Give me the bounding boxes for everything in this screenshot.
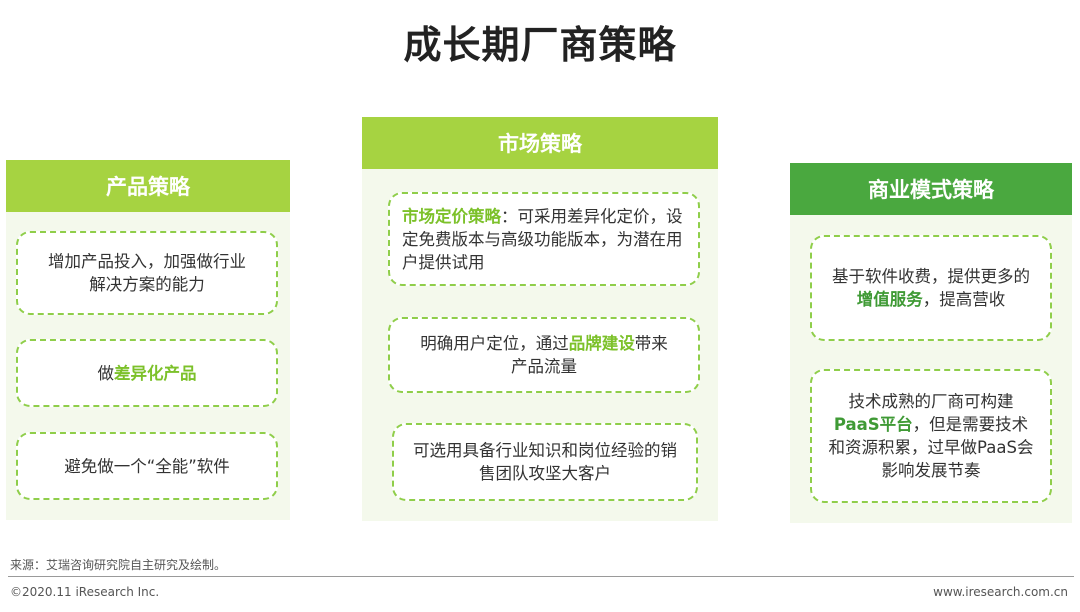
market-strategy-column: 市场策略 市场定价策略：可采用差异化定价，设定免费版本与高级功能版本，为潜在用户…	[362, 117, 718, 521]
business-card-2-pre: 技术成熟的厂商可构建	[848, 392, 1014, 411]
product-strategy-header: 产品策略	[6, 160, 290, 212]
business-card-1-text: 基于软件收费，提供更多的增值服务，提高营收	[822, 265, 1040, 311]
product-card-2: 做差异化产品	[16, 339, 278, 407]
footer-website: www.iresearch.com.cn	[933, 585, 1068, 599]
market-card-3: 可选用具备行业知识和岗位经验的销售团队攻坚大客户	[392, 423, 698, 501]
market-strategy-header-label: 市场策略	[498, 132, 582, 156]
footer-divider	[8, 576, 1074, 577]
product-card-3: 避免做一个“全能”软件	[16, 432, 278, 500]
business-card-1-post: ，提高营收	[922, 290, 1006, 309]
business-card-1-pre: 基于软件收费，提供更多的	[832, 267, 1030, 286]
business-model-header: 商业模式策略	[790, 163, 1072, 215]
market-card-3-text: 可选用具备行业知识和岗位经验的销售团队攻坚大客户	[413, 441, 677, 483]
product-card-2-pre: 做	[97, 363, 115, 383]
footer-copyright: ©2020.11 iResearch Inc.	[10, 585, 160, 599]
source-note: 来源：艾瑞咨询研究院自主研究及绘制。	[10, 558, 227, 572]
market-strategy-header: 市场策略	[362, 117, 718, 169]
business-card-1-highlight: 增值服务	[856, 290, 923, 309]
business-card-1: 基于软件收费，提供更多的增值服务，提高营收	[810, 235, 1052, 341]
business-card-2-post: ，但是需要技术和资源积累，过早做PaaS会影响发展节奏	[828, 415, 1034, 480]
market-card-2-highlight: 品牌建设	[568, 334, 635, 353]
market-card-1: 市场定价策略：可采用差异化定价，设定免费版本与高级功能版本，为潜在用户提供试用	[388, 192, 700, 286]
market-card-1-text: 市场定价策略：可采用差异化定价，设定免费版本与高级功能版本，为潜在用户提供试用	[400, 205, 688, 274]
product-card-2-text: 做差异化产品	[28, 362, 266, 385]
business-model-column: 商业模式策略 基于软件收费，提供更多的增值服务，提高营收 技术成熟的厂商可构建 P…	[790, 163, 1072, 523]
market-card-2-pre: 明确用户定位，通过	[420, 334, 569, 353]
market-card-2-text: 明确用户定位，通过品牌建设带来产品流量	[400, 332, 688, 378]
product-card-1-text: 增加产品投入，加强做行业解决方案的能力	[48, 252, 246, 294]
market-card-2-post: 带来产品流量	[511, 334, 668, 376]
market-card-1-post: ：可采用差异化定价，设定免费版本与高级功能版本，为潜在用户提供试用	[402, 206, 683, 272]
product-strategy-column: 产品策略 增加产品投入，加强做行业解决方案的能力 做差异化产品 避免做一个“全能…	[6, 160, 290, 520]
business-card-2-highlight: PaaS平台	[833, 415, 913, 434]
product-card-3-text: 避免做一个“全能”软件	[64, 456, 230, 476]
product-card-1: 增加产品投入，加强做行业解决方案的能力	[16, 231, 278, 315]
business-card-2: 技术成熟的厂商可构建 PaaS平台，但是需要技术和资源积累，过早做PaaS会影响发…	[810, 369, 1052, 503]
market-card-2: 明确用户定位，通过品牌建设带来产品流量	[388, 317, 700, 393]
product-strategy-header-label: 产品策略	[106, 175, 190, 199]
market-card-1-highlight: 市场定价策略	[402, 206, 501, 226]
page-title: 成长期厂商策略	[403, 23, 677, 67]
business-model-header-label: 商业模式策略	[868, 178, 994, 202]
business-card-2-text: 技术成熟的厂商可构建 PaaS平台，但是需要技术和资源积累，过早做PaaS会影响发…	[822, 390, 1040, 482]
product-card-2-highlight: 差异化产品	[114, 363, 197, 383]
